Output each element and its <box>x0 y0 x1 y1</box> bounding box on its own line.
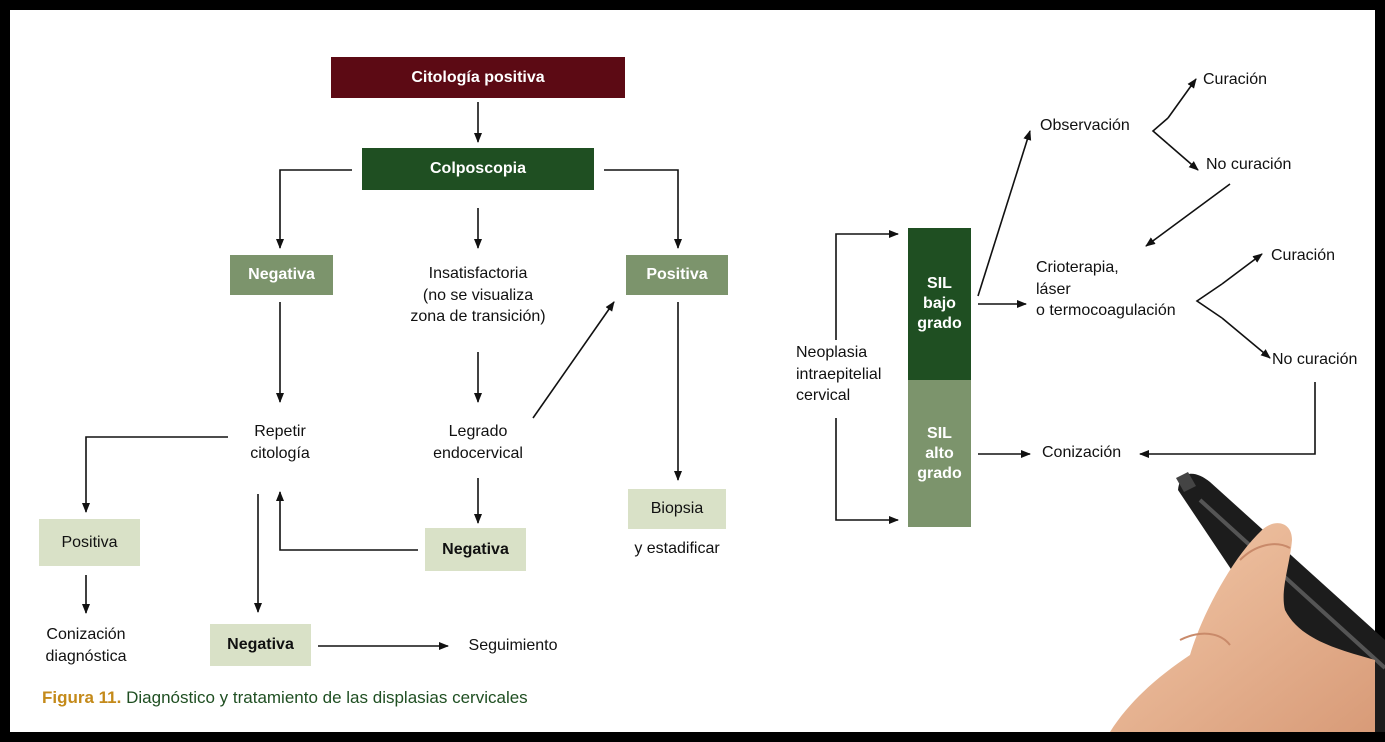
arrow-repetir-positiva <box>82 436 228 513</box>
arrow-crioterapia-no-curacion <box>1221 317 1271 359</box>
box-sil-alto-grado: SIL alto grado <box>908 380 971 527</box>
label-crioterapia: Crioterapia, láser o termocoagulación <box>1036 259 1176 320</box>
hand-marker-illustration <box>1110 472 1385 732</box>
label-conizacion-diagnostica: Conización diagnóstica <box>45 626 127 665</box>
bracket-crioterapia <box>1195 283 1223 319</box>
label-curacion-1: Curación <box>1203 71 1268 88</box>
bracket-observacion <box>1151 117 1169 145</box>
box-negativa-1: Negativa <box>230 255 333 295</box>
box-negativa-2: Negativa <box>425 528 526 571</box>
connector-arrows <box>82 78 1316 650</box>
label-repetir-citologia: Repetir citología <box>250 423 310 462</box>
arrow-bajo-observacion <box>977 130 1032 297</box>
arrow-crioterapia-curacion <box>1221 253 1263 285</box>
box-biopsia: Biopsia <box>628 489 726 529</box>
box-negativa-3: Negativa <box>210 624 311 666</box>
label-observacion: Observación <box>1040 117 1130 134</box>
figure-caption: Figura 11. Diagnóstico y tratamiento de … <box>42 688 528 708</box>
arrow-neoplasia-alto <box>835 418 899 524</box>
arrow-colposcopia-negativa <box>276 169 352 249</box>
box-positiva-1: Positiva <box>626 255 728 295</box>
white-panel <box>10 10 1375 732</box>
box-colposcopia: Colposcopia <box>362 148 594 190</box>
caption-text: Diagnóstico y tratamiento de las displas… <box>126 688 528 707</box>
label-no-curacion-1: No curación <box>1206 156 1292 173</box>
label-estadificar: y estadificar <box>634 540 720 557</box>
label-conizacion: Conización <box>1042 444 1122 461</box>
label-curacion-2: Curación <box>1271 247 1336 264</box>
arrow-legrado-positiva <box>532 301 615 419</box>
arrow-colposcopia-positiva <box>604 169 682 249</box>
arrow-neoplasia-bajo <box>835 230 899 340</box>
label-no-curacion-2: No curación <box>1272 351 1358 368</box>
arrow-negativa-repetir-back <box>276 491 418 551</box>
label-neoplasia: Neoplasia intraepitelial cervical <box>796 344 882 405</box>
box-citologia-positiva: Citología positiva <box>331 57 625 98</box>
box-positiva-2: Positiva <box>39 519 140 566</box>
arrow-observacion-curacion <box>1167 78 1197 119</box>
arrow-no-curacion-crioterapia <box>1145 183 1231 247</box>
label-legrado-endocervical: Legrado endocervical <box>433 423 523 462</box>
caption-number: Figura 11. <box>42 688 122 707</box>
label-seguimiento: Seguimiento <box>468 637 558 654</box>
label-insatisfactoria: Insatisfactoria (no se visualiza zona de… <box>410 265 546 326</box>
arrow-no-curacion-conizacion <box>1139 382 1316 458</box>
box-sil-bajo-grado: SIL bajo grado <box>908 228 971 380</box>
arrow-observacion-no-curacion <box>1167 143 1199 171</box>
